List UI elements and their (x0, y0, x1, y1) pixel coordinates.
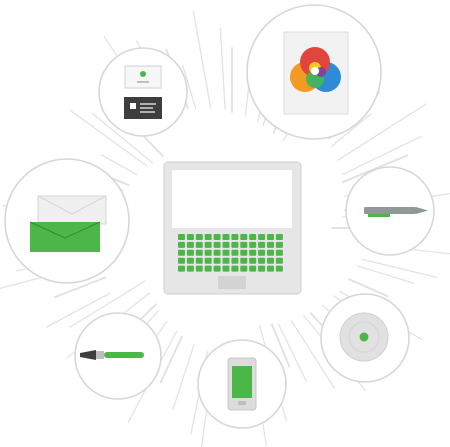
ray (69, 109, 147, 167)
ray (348, 278, 389, 298)
keyboard (178, 234, 283, 272)
keyboard-key (222, 265, 230, 272)
keyboard-key (258, 265, 266, 272)
keyboard-key (258, 257, 266, 264)
keyboard-key (258, 249, 266, 256)
ray (192, 10, 212, 109)
keyboard-key (275, 265, 283, 272)
ray (182, 64, 197, 110)
keyboard-key (204, 241, 212, 248)
keyboard-key (258, 241, 266, 248)
keyboard-key (231, 257, 239, 264)
keyboard-key (178, 241, 185, 248)
paintbrush-icon (80, 350, 144, 360)
business-cards-icon (124, 65, 162, 119)
ray (341, 154, 409, 184)
ray (159, 335, 183, 384)
cd-circle (320, 293, 410, 383)
keyboard-key (178, 257, 185, 264)
keyboard-key (249, 265, 257, 272)
pen-icon (364, 207, 428, 217)
keyboard-key (178, 234, 185, 240)
keyboard-key (204, 234, 212, 240)
business-cards-circle (98, 47, 188, 137)
paintbrush-circle (74, 312, 162, 400)
keyboard-key (195, 265, 203, 272)
keyboard-key (213, 257, 221, 264)
ray (219, 27, 226, 110)
color-print-circle (246, 4, 382, 140)
envelopes-circle (4, 158, 130, 284)
ray (337, 103, 427, 161)
keyboard-key (249, 257, 257, 264)
keyboard-key (213, 234, 221, 240)
ray (46, 292, 111, 328)
keyboard-key (267, 241, 274, 248)
ray (54, 276, 107, 299)
keyboard-key (186, 257, 194, 264)
ray (342, 135, 422, 176)
keyboard-key (240, 234, 248, 240)
keyboard-key (275, 241, 283, 248)
ray (92, 113, 154, 164)
smartphone-icon (227, 357, 257, 411)
ray (69, 280, 146, 328)
keyboard-key (195, 234, 203, 240)
ray (277, 323, 307, 382)
cd-disc-icon (339, 312, 389, 362)
keyboard-key (249, 241, 257, 248)
keyboard-key (258, 234, 266, 240)
ray (356, 265, 415, 284)
keyboard-key (275, 234, 283, 240)
keyboard-key (222, 257, 230, 264)
color-print-icon (283, 31, 349, 115)
keyboard-key (222, 249, 230, 256)
ray (361, 258, 437, 278)
keyboard-key (231, 265, 239, 272)
keyboard-key (213, 249, 221, 256)
keyboard-key (249, 249, 257, 256)
keyboard-key (222, 241, 230, 248)
keyboard-key (231, 234, 239, 240)
keyboard-key (267, 234, 274, 240)
keyboard-key (186, 241, 194, 248)
keyboard-key (195, 241, 203, 248)
ray (100, 154, 138, 176)
ray (331, 113, 372, 147)
keyboard-key (240, 241, 248, 248)
keyboard-key (195, 257, 203, 264)
keyboard-key (240, 265, 248, 272)
keyboard-key (186, 249, 194, 256)
laptop-icon (163, 161, 302, 295)
keyboard-key (213, 241, 221, 248)
ray (290, 320, 336, 389)
keyboard-key (222, 234, 230, 240)
keyboard-key (178, 265, 185, 272)
keyboard-key (240, 257, 248, 264)
keyboard-key (213, 265, 221, 272)
keyboard-key (178, 249, 185, 256)
keyboard-key (267, 265, 274, 272)
keyboard-key (204, 257, 212, 264)
envelopes-icon (29, 195, 107, 252)
keyboard-key (204, 265, 212, 272)
keyboard-key (267, 257, 274, 264)
smartphone-circle (197, 339, 287, 429)
keyboard-key (275, 257, 283, 264)
keyboard-key (275, 249, 283, 256)
keyboard-key (231, 249, 239, 256)
keyboard-key (186, 234, 194, 240)
ray (270, 323, 291, 368)
ray (172, 344, 195, 410)
keyboard-key (240, 249, 248, 256)
keyboard-key (186, 265, 194, 272)
keyboard-key (195, 249, 203, 256)
keyboard-key (204, 249, 212, 256)
keyboard-key (231, 241, 239, 248)
keyboard-key (267, 249, 274, 256)
pen-circle (345, 166, 435, 256)
keyboard-key (249, 234, 257, 240)
